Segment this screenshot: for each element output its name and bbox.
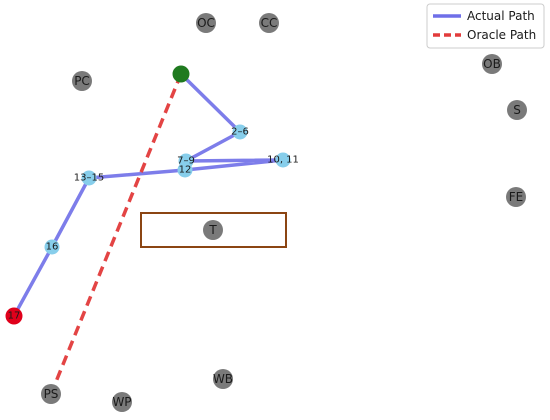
landmark-pc-label: PC [74, 74, 90, 88]
oracle-path-line [49, 73, 183, 395]
landmark-ps-marker [41, 384, 61, 404]
legend-oracle-label: Oracle Path [467, 28, 536, 42]
path-node-marker [275, 152, 291, 168]
path-node-marker [177, 162, 193, 178]
landmark-pc-marker [72, 71, 92, 91]
landmark-s-label: S [513, 103, 521, 117]
path-node-label: 7–9 [177, 156, 195, 167]
landmark-s-marker [507, 100, 527, 120]
table-outline [140, 212, 287, 248]
start-node-marker [172, 65, 190, 83]
path-node-group: 2–6 7–9 10, 11 12 13–15 16 17 [5, 65, 299, 325]
path-node-label: 16 [46, 242, 59, 253]
landmark-group: OC CC OB PC S FE T WB PS WP [41, 13, 527, 412]
path-node-marker [232, 124, 248, 140]
landmark-fe-label: FE [509, 190, 523, 204]
landmark-t-marker [203, 220, 223, 240]
landmark-fe-marker [506, 187, 526, 207]
landmark-cc-label: CC [261, 16, 278, 30]
path-node-marker [44, 239, 60, 255]
path-node-label: 10, 11 [267, 155, 299, 166]
landmark-wp-label: WP [112, 395, 131, 409]
landmark-wp-marker [112, 392, 132, 412]
legend-actual-label: Actual Path [467, 9, 535, 23]
landmark-wb-marker [213, 369, 233, 389]
landmark-wb-label: WB [213, 372, 233, 386]
landmark-ob-label: OB [483, 57, 501, 71]
end-node-marker [5, 307, 23, 325]
actual-path-line [12, 72, 285, 317]
path-node-label: 13–15 [74, 173, 104, 184]
path-node-label: 2–6 [231, 127, 249, 138]
path-node-marker [81, 170, 97, 186]
landmark-oc-marker [196, 13, 216, 33]
landmark-ob-marker [482, 54, 502, 74]
landmark-ps-label: PS [44, 387, 59, 401]
landmark-cc-marker [259, 13, 279, 33]
path-node-label: 12 [179, 165, 192, 176]
path-node-label: 17 [8, 311, 21, 322]
landmark-oc-label: OC [197, 16, 215, 30]
legend: Actual Path Oracle Path [426, 3, 545, 49]
landmark-t-label: T [208, 223, 217, 237]
